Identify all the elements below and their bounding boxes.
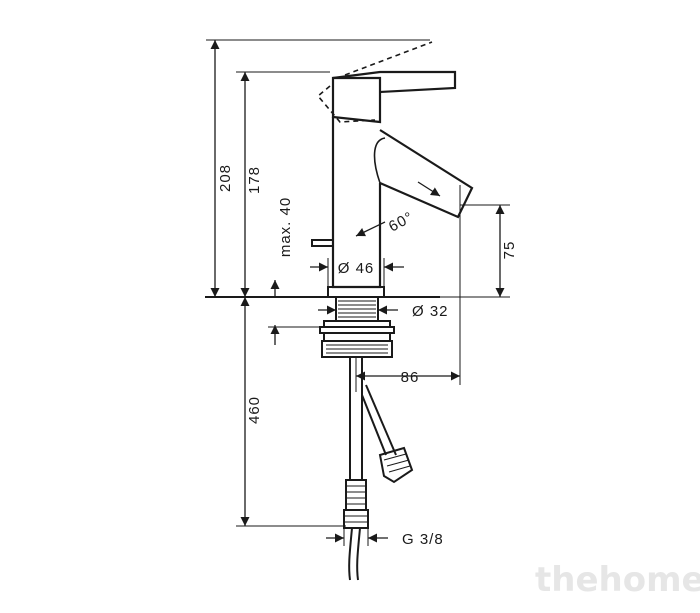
label-178: 178 xyxy=(246,166,263,194)
label-460: 460 xyxy=(246,396,263,424)
drain-pull-rod xyxy=(311,239,333,247)
base-ring xyxy=(327,286,385,298)
label-d32: Ø 32 xyxy=(412,303,449,320)
label-75: 75 xyxy=(501,241,518,260)
label-60deg: 60° xyxy=(386,208,417,235)
faucet-spout xyxy=(379,129,474,219)
spout-inner-curve xyxy=(373,137,386,184)
handle-lever xyxy=(332,70,457,94)
dimension-labels: 208 178 max. 40 460 75 Ø 46 Ø 32 60° 86 … xyxy=(217,164,518,548)
dim-line-angle-2 xyxy=(417,181,441,197)
label-86: 86 xyxy=(401,369,420,386)
label-208: 208 xyxy=(217,164,234,192)
label-d46: Ø 46 xyxy=(338,260,375,277)
handle-cartridge xyxy=(331,76,382,124)
watermark-logo: thehome xyxy=(535,560,700,600)
label-max40: max. 40 xyxy=(277,197,294,257)
handle-lever-open xyxy=(316,41,433,123)
dim-line-angle-1 xyxy=(355,221,386,237)
faucet-drawing xyxy=(205,41,474,581)
dimension-lines xyxy=(206,39,510,546)
label-g38: G 3/8 xyxy=(402,531,444,548)
mounting-shank xyxy=(319,296,395,358)
